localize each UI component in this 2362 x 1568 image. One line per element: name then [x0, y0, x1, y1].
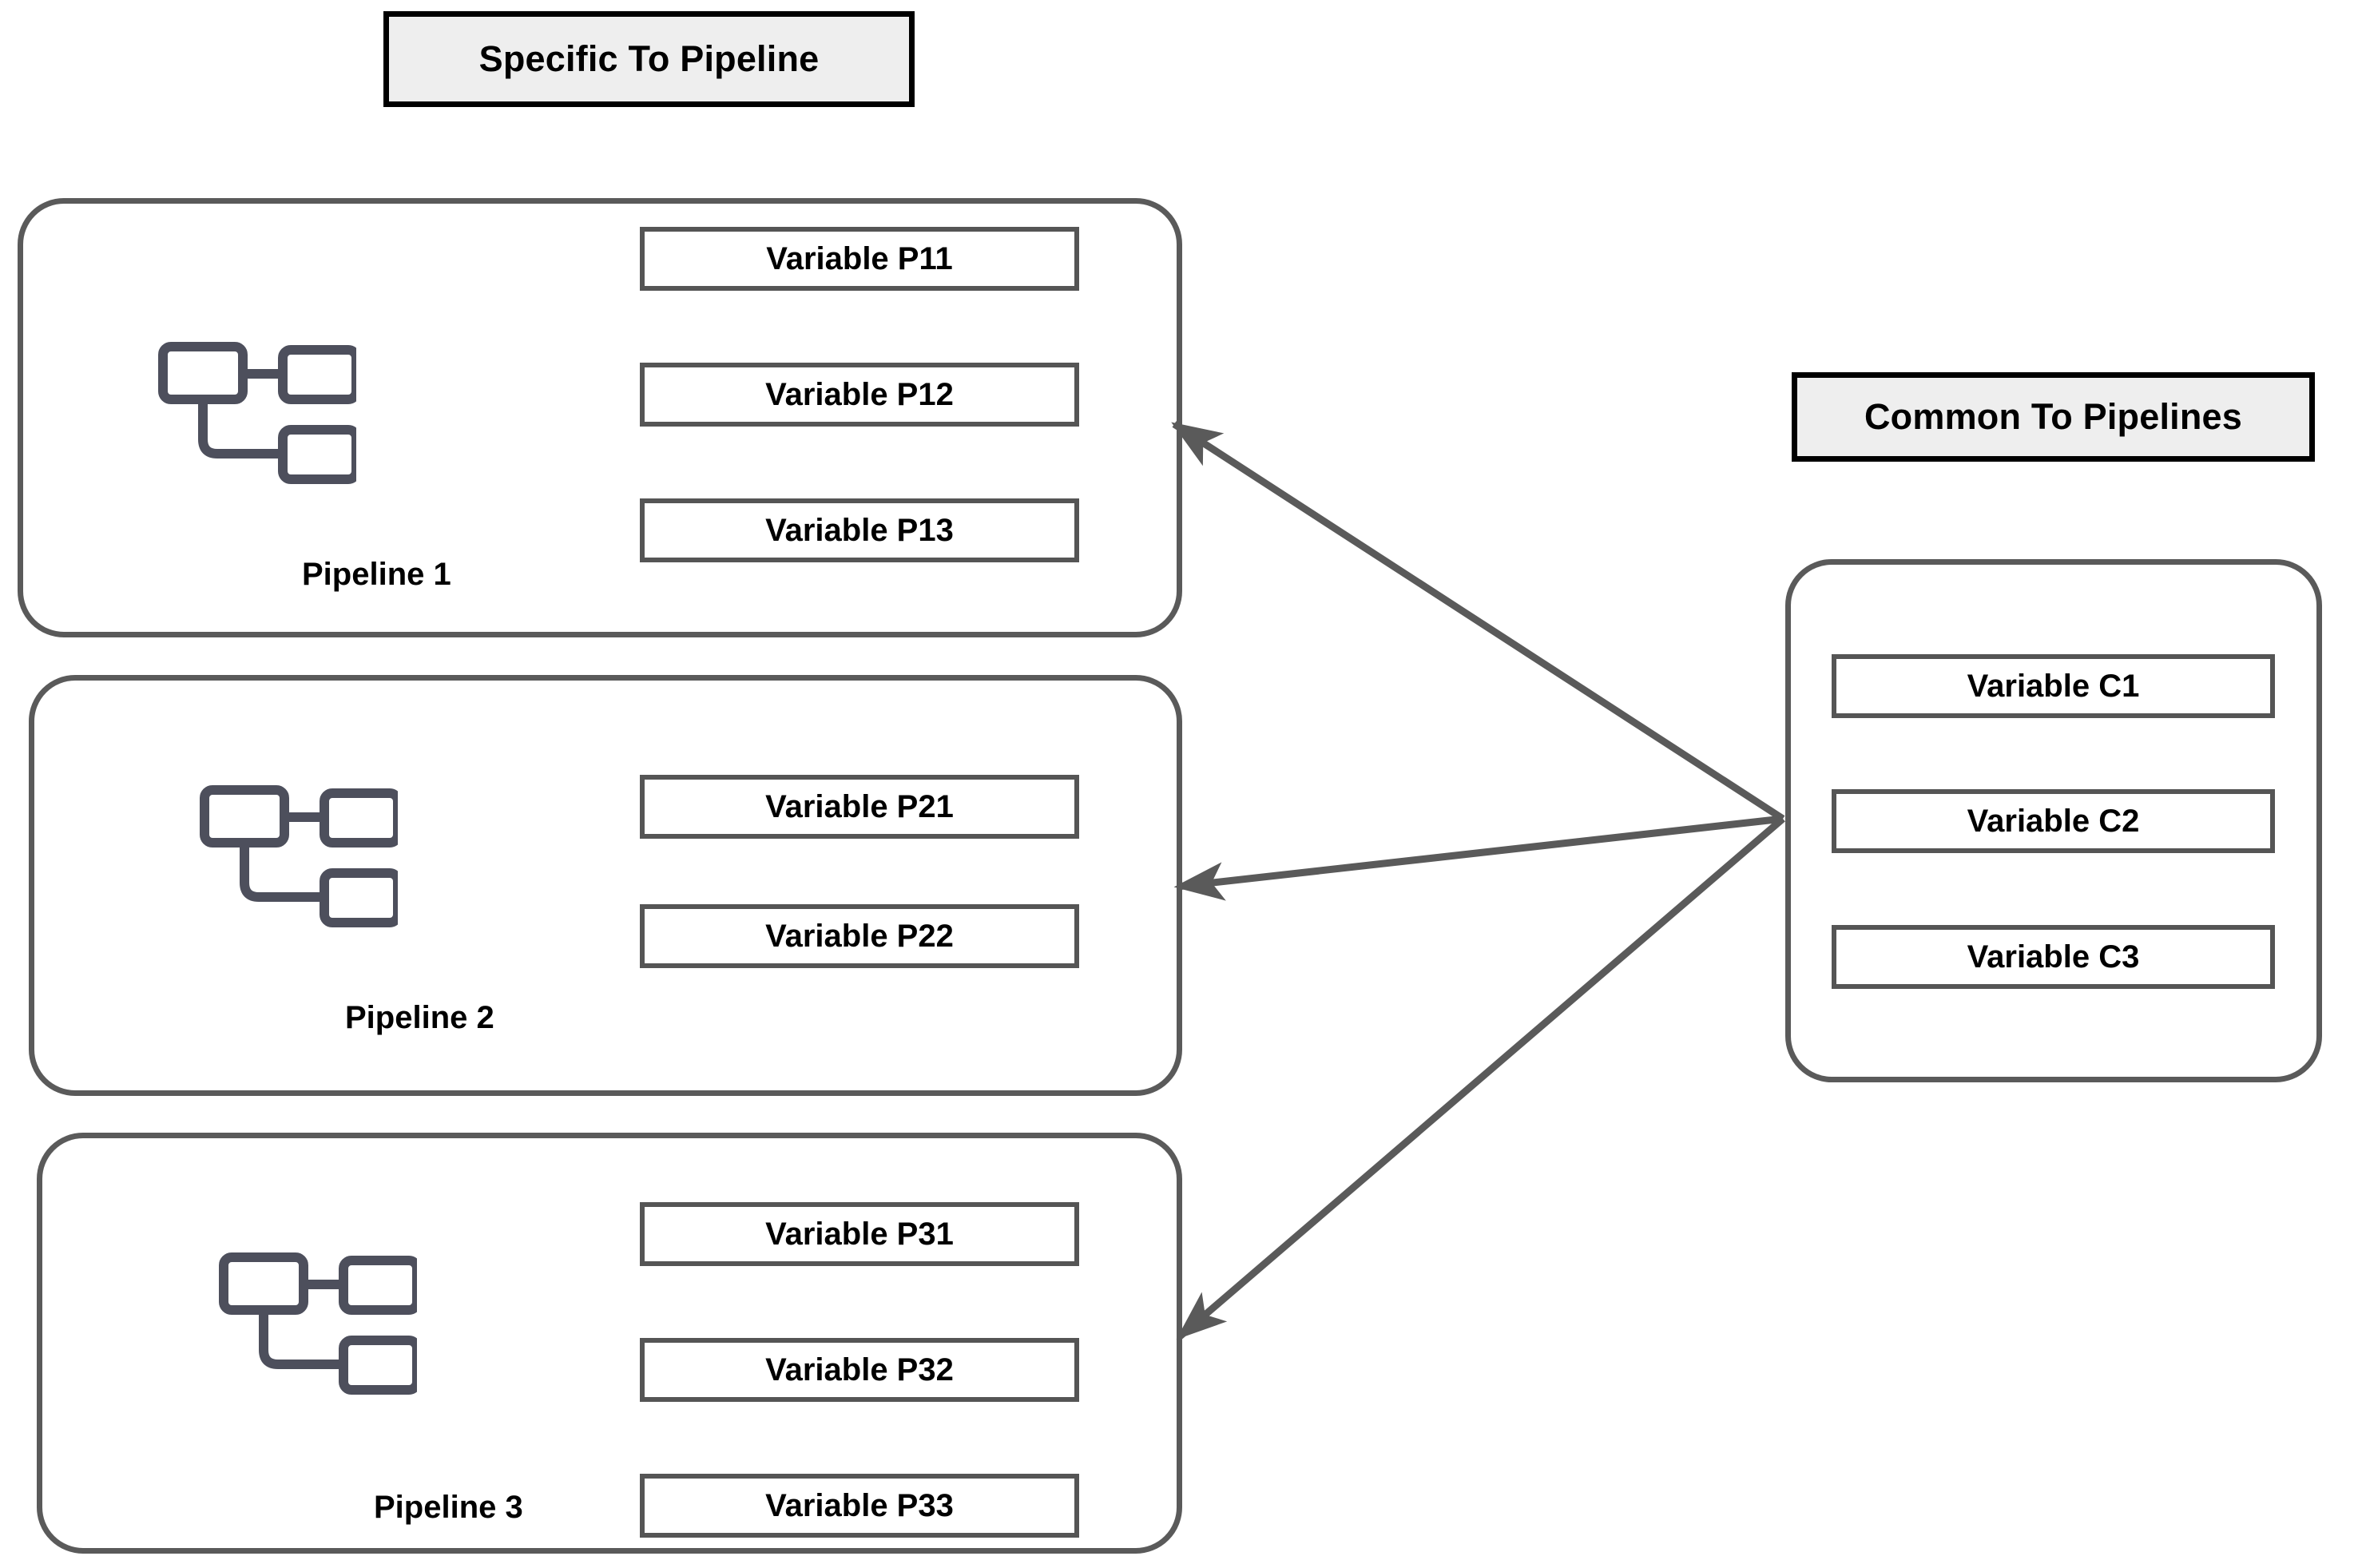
common-variable-box[interactable]: Variable C2 — [1832, 789, 2275, 853]
variable-box[interactable]: Variable P31 — [640, 1202, 1079, 1266]
variable-label: Variable C3 — [1967, 939, 2140, 975]
pipeline-name-3: Pipeline 3 — [374, 1490, 523, 1525]
variable-label: Variable P22 — [765, 918, 954, 954]
pipeline-flow-icon — [157, 335, 361, 499]
common-variable-box[interactable]: Variable C3 — [1832, 925, 2275, 989]
variable-box[interactable]: Variable P21 — [640, 775, 1079, 839]
variable-box[interactable]: Variable P11 — [640, 227, 1079, 291]
variable-label: Variable P11 — [766, 240, 953, 276]
variable-label: Variable P32 — [765, 1352, 954, 1387]
variable-box[interactable]: Variable P33 — [640, 1474, 1079, 1538]
variable-label: Variable P31 — [765, 1216, 954, 1252]
pipeline-group-2[interactable] — [29, 675, 1182, 1096]
variable-box[interactable]: Variable P22 — [640, 904, 1079, 968]
header-common-label: Common To Pipelines — [1864, 396, 2242, 437]
arrow-to-pipeline-2 — [1173, 815, 1784, 901]
header-specific-to-pipeline: Specific To Pipeline — [383, 11, 915, 107]
header-common-to-pipelines: Common To Pipelines — [1792, 372, 2315, 462]
header-specific-label: Specific To Pipeline — [478, 38, 820, 79]
variable-label: Variable P21 — [765, 788, 954, 824]
pipeline-flow-icon — [198, 779, 403, 943]
variable-label: Variable P12 — [765, 376, 954, 412]
arrow-to-pipeline-3 — [1176, 816, 1785, 1340]
variable-label: Variable C2 — [1967, 803, 2140, 839]
variable-box[interactable]: Variable P13 — [640, 498, 1079, 562]
pipeline-name-2: Pipeline 2 — [345, 1000, 494, 1035]
common-variable-box[interactable]: Variable C1 — [1832, 654, 2275, 718]
pipeline-name-1: Pipeline 1 — [302, 557, 451, 592]
variable-label: Variable P13 — [765, 512, 954, 548]
variable-box[interactable]: Variable P12 — [640, 363, 1079, 427]
pipeline-flow-icon — [217, 1246, 422, 1410]
variable-label: Variable C1 — [1967, 668, 2140, 704]
variable-label: Variable P33 — [765, 1487, 954, 1523]
variable-box[interactable]: Variable P32 — [640, 1338, 1079, 1402]
arrow-to-pipeline-1 — [1171, 421, 1785, 822]
